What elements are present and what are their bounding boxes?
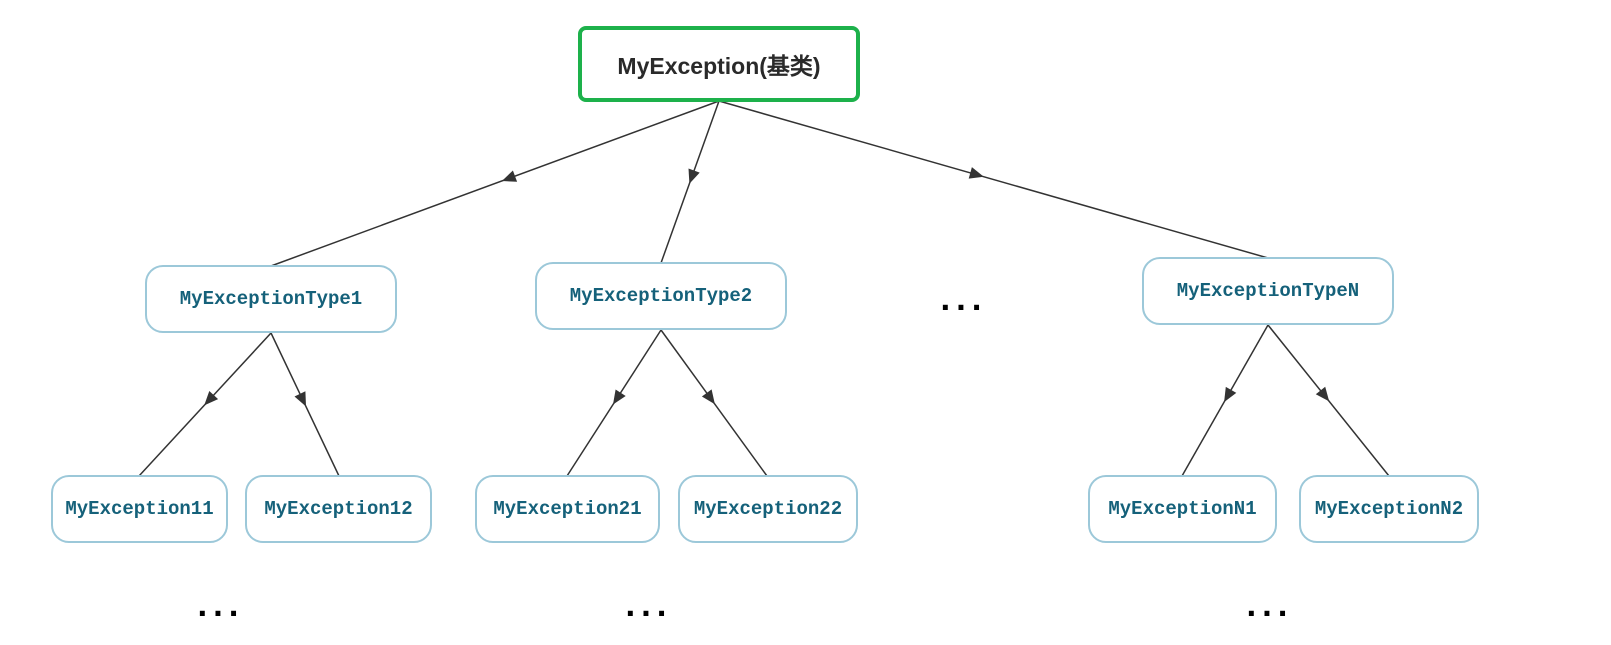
edge-root-typen-arrowhead bbox=[968, 167, 984, 179]
node-exception-21-label: MyException21 bbox=[493, 498, 642, 520]
node-exception-n1: MyExceptionN1 bbox=[1088, 475, 1277, 543]
node-exception-11-label: MyException11 bbox=[65, 498, 214, 520]
node-exception-11: MyException11 bbox=[51, 475, 228, 543]
node-exception-22: MyException22 bbox=[678, 475, 858, 543]
node-exception-12-label: MyException12 bbox=[264, 498, 413, 520]
node-type-n: MyExceptionTypeN bbox=[1142, 257, 1394, 325]
ellipsis-branch-n: ... bbox=[1246, 590, 1293, 623]
node-type-2-label: MyExceptionType2 bbox=[569, 285, 753, 307]
node-type-n-label: MyExceptionTypeN bbox=[1176, 280, 1360, 302]
ellipsis-level1: ... bbox=[940, 284, 987, 317]
node-exception-n2-label: MyExceptionN2 bbox=[1314, 498, 1464, 520]
node-exception-22-label: MyException22 bbox=[693, 498, 843, 520]
edge-type1-11-arrowhead bbox=[204, 391, 219, 406]
edge-root-typen bbox=[718, 100, 1269, 259]
edge-type2-21-arrowhead bbox=[613, 389, 626, 405]
edge-root-type1-arrowhead bbox=[501, 170, 518, 182]
node-type-2: MyExceptionType2 bbox=[535, 262, 787, 330]
node-exception-12: MyException12 bbox=[245, 475, 432, 543]
root-node: MyException(基类) bbox=[578, 26, 860, 102]
edge-typen-n1-arrowhead bbox=[1224, 386, 1237, 403]
edge-root-type2-arrowhead bbox=[688, 168, 700, 184]
edge-typen-n2-arrowhead bbox=[1315, 386, 1330, 402]
node-exception-21: MyException21 bbox=[475, 475, 660, 543]
node-type-1: MyExceptionType1 bbox=[145, 265, 397, 333]
root-node-label: MyException(基类) bbox=[617, 53, 821, 79]
edge-root-type1 bbox=[270, 100, 720, 267]
node-exception-n1-label: MyExceptionN1 bbox=[1108, 498, 1257, 520]
edge-type2-22-arrowhead bbox=[701, 389, 715, 405]
node-exception-n2: MyExceptionN2 bbox=[1299, 475, 1479, 543]
ellipsis-branch-1: ... bbox=[197, 590, 244, 623]
node-type-1-label: MyExceptionType1 bbox=[179, 288, 363, 310]
ellipsis-branch-2: ... bbox=[625, 590, 672, 623]
edge-type1-12-arrowhead bbox=[294, 391, 306, 407]
